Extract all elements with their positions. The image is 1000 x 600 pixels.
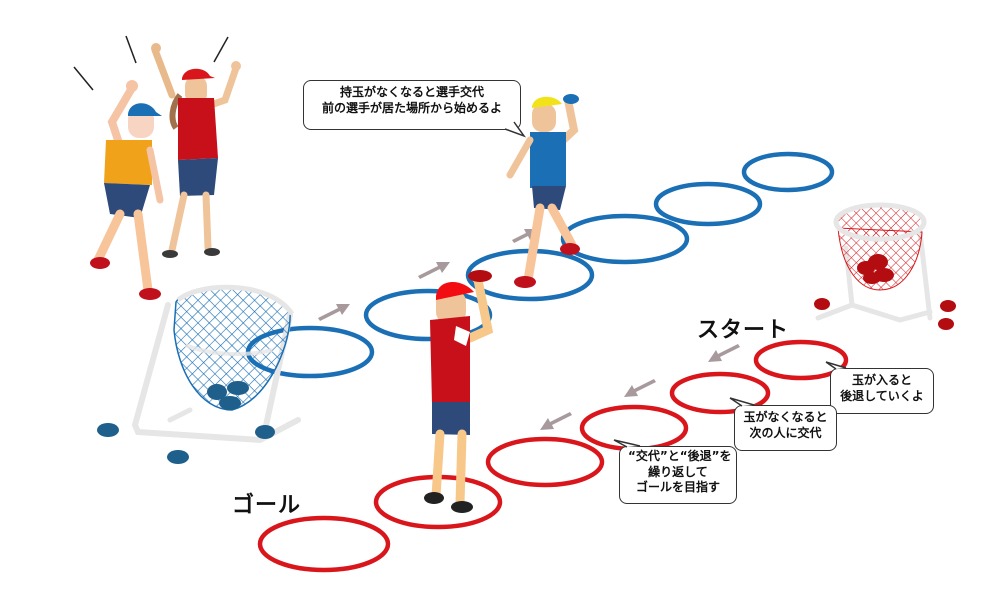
- red-ring: [579, 404, 689, 452]
- arrow-down-left-icon: [708, 344, 740, 362]
- red-ring: [669, 371, 771, 415]
- bubble-text: 前の選手が居た場所から始めるよ: [321, 100, 502, 115]
- arrow-up-right-icon: [418, 262, 450, 279]
- blue-ring: [363, 288, 493, 342]
- bubble-text: ゴールを目指す: [635, 480, 720, 495]
- bubble-text: 持玉がなくなると選手交代: [339, 85, 484, 99]
- blue-net-stand: [97, 284, 301, 464]
- cheer-lines: [73, 35, 229, 91]
- arrow-down-left-icon: [540, 412, 572, 430]
- goal-label: ゴール: [232, 493, 302, 518]
- start-label: スタート: [697, 318, 790, 343]
- speech-bubble-ball-in: 玉が入ると 後退していくよ: [830, 368, 934, 414]
- bubble-text: “交代”と“後退”を: [628, 449, 732, 463]
- blue-ring: [560, 213, 690, 265]
- bubble-text: 後退していくよ: [840, 388, 924, 403]
- bubble-text: 繰り返して: [648, 464, 708, 479]
- red-ring: [257, 515, 391, 573]
- red-bean-bag-in-hand: [468, 270, 492, 282]
- speech-bubble-no-ball: 玉がなくなると 次の人に交代: [734, 405, 837, 451]
- blue-bean-bags: [97, 381, 275, 464]
- bubble-text: 次の人に交代: [749, 425, 822, 440]
- speech-bubble-swap-rule: 持玉がなくなると選手交代 前の選手が居た場所から始めるよ: [303, 80, 521, 130]
- blue-ring-course: [245, 151, 835, 379]
- red-bean-bags: [814, 254, 956, 330]
- bubble-text: 玉が入ると: [851, 373, 912, 387]
- red-team-thrower: [424, 270, 494, 513]
- red-ring-course: [257, 339, 849, 573]
- red-ring: [753, 339, 849, 381]
- red-ring: [485, 436, 605, 488]
- blue-team-runner: [506, 94, 580, 288]
- arrow-up-right-icon: [318, 304, 350, 321]
- direction-arrows-backward: [540, 344, 740, 430]
- blue-ring: [653, 181, 763, 227]
- red-net-stand: [814, 202, 956, 330]
- arrow-down-left-icon: [624, 379, 656, 397]
- cheering-boy-red-team: [90, 80, 164, 300]
- bubble-text: 玉がなくなると: [743, 410, 828, 424]
- cheering-girl-red-team: [151, 43, 241, 258]
- blue-bean-bag-in-hand: [563, 94, 579, 104]
- direction-arrows-forward: [318, 229, 538, 321]
- speech-bubble-repeat: “交代”と“後退”を 繰り返して ゴールを目指す: [619, 446, 737, 504]
- blue-ring: [741, 151, 835, 193]
